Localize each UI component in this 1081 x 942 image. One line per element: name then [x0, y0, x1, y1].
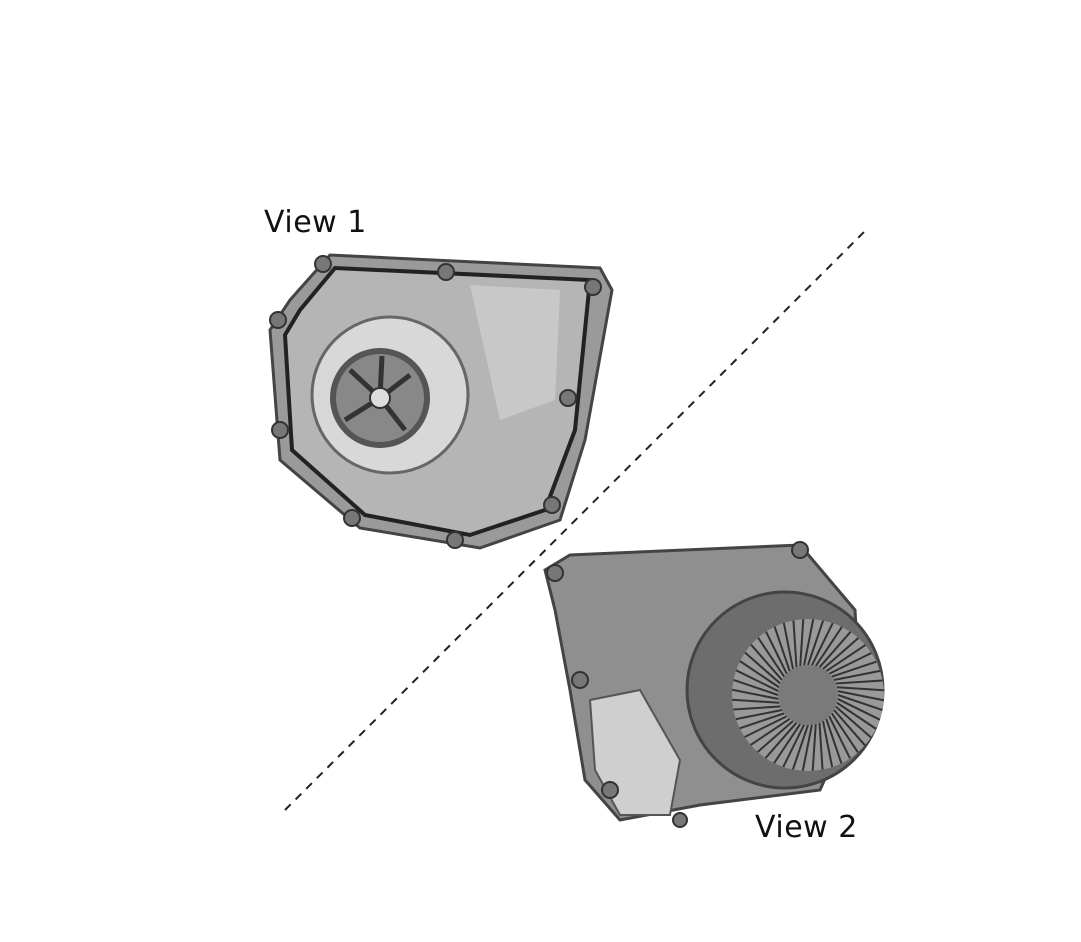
pump-view-2 — [543, 541, 885, 828]
fan-fin — [836, 701, 877, 730]
fan-fin — [791, 724, 809, 770]
pump-view-1 — [268, 253, 614, 550]
fan-fin — [801, 724, 813, 772]
fan-fin — [828, 715, 851, 759]
fan-fin — [825, 718, 843, 764]
fan-fin — [782, 622, 794, 670]
fan-fin — [733, 678, 779, 696]
fan-fin — [739, 712, 785, 730]
fan-fin — [837, 690, 885, 702]
fan-fin — [807, 620, 825, 666]
fan-fin — [818, 722, 824, 770]
fan-fin — [825, 644, 866, 673]
fan-fin — [744, 651, 781, 685]
fan-fin — [822, 637, 859, 670]
fan-fin — [782, 724, 805, 768]
fan-fin — [835, 679, 883, 685]
fan-fin — [750, 644, 783, 681]
fan-fin — [833, 709, 866, 746]
fan-fin — [733, 705, 781, 711]
fan-fin — [831, 660, 877, 678]
diagonal-divider — [284, 227, 869, 811]
fan-fin — [773, 626, 791, 672]
fan-fin — [757, 720, 794, 753]
fan-fin — [828, 652, 872, 675]
fan-fin — [732, 698, 780, 704]
fan-fin — [735, 709, 783, 721]
fan-fin — [833, 669, 881, 681]
fan-fin — [830, 712, 859, 753]
fan-fin — [822, 720, 834, 768]
fan-fin — [764, 722, 798, 759]
fan-fin — [837, 694, 883, 712]
fan-fin — [765, 631, 788, 675]
fan-fin — [739, 660, 780, 689]
fan-fin — [735, 669, 779, 692]
fan-fin — [818, 631, 852, 668]
fan-fin — [835, 705, 872, 739]
fan-fin — [811, 622, 834, 666]
fan-fin — [731, 688, 779, 700]
fan-fin — [799, 619, 805, 667]
fan-fin — [803, 618, 815, 666]
fan-fin — [814, 626, 843, 667]
view-2-label: View 2 — [755, 810, 858, 845]
fan-fin — [811, 723, 817, 771]
view-1-label: View 1 — [264, 205, 367, 240]
fan-fin — [836, 686, 884, 692]
fan-fin — [792, 620, 798, 668]
fan-fin — [750, 717, 791, 746]
fan-fin — [773, 723, 802, 764]
fan-fin — [837, 698, 881, 721]
fan-fin — [744, 715, 788, 738]
fan-fin — [757, 637, 786, 678]
